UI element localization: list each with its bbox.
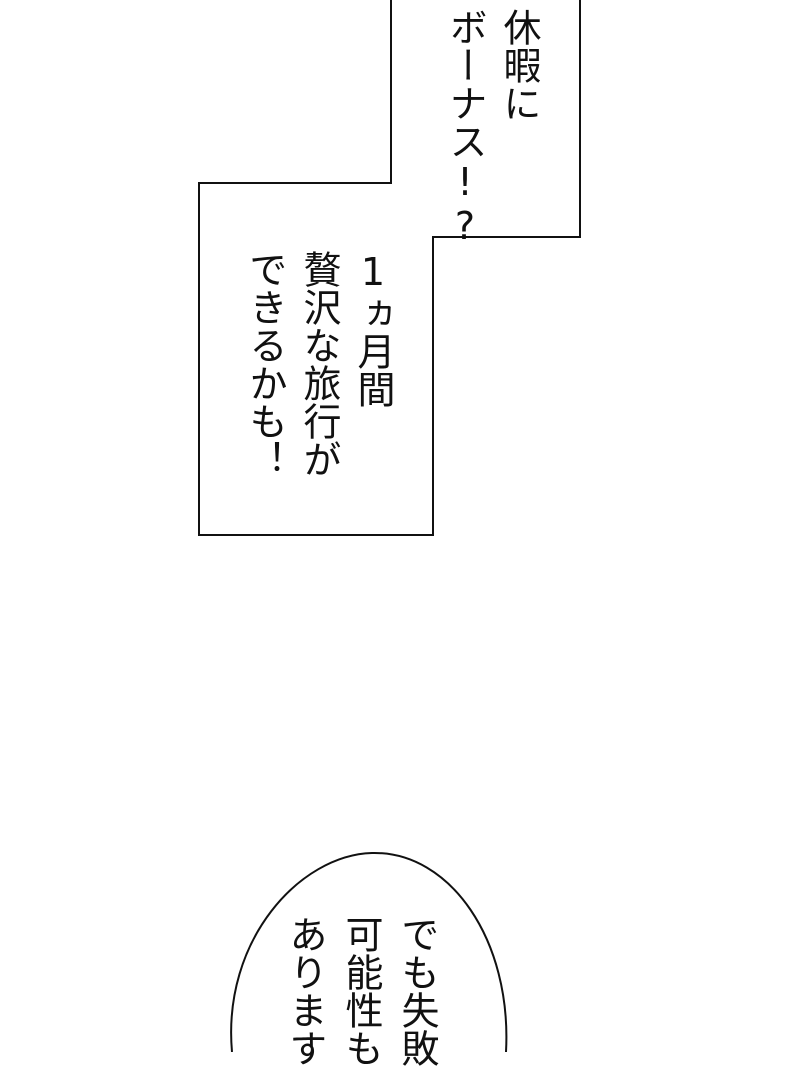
speech-bubble-line-2: 可能性も xyxy=(339,915,383,1067)
caption-middle-line-1: 1ヵ月間 xyxy=(351,250,395,408)
speech-bubble-outline xyxy=(230,851,508,1052)
speech-bubble-line-1: でも失敗 xyxy=(395,915,439,1067)
caption-middle-line-2: 贅沢な旅行が xyxy=(297,250,341,478)
caption-middle-line-3: できるかも！ xyxy=(243,250,287,478)
speech-bubble-line-3: あります xyxy=(283,915,327,1067)
caption-top-line-1: 休暇に xyxy=(497,8,541,122)
caption-top-line-2: ボーナス!? xyxy=(443,8,487,248)
